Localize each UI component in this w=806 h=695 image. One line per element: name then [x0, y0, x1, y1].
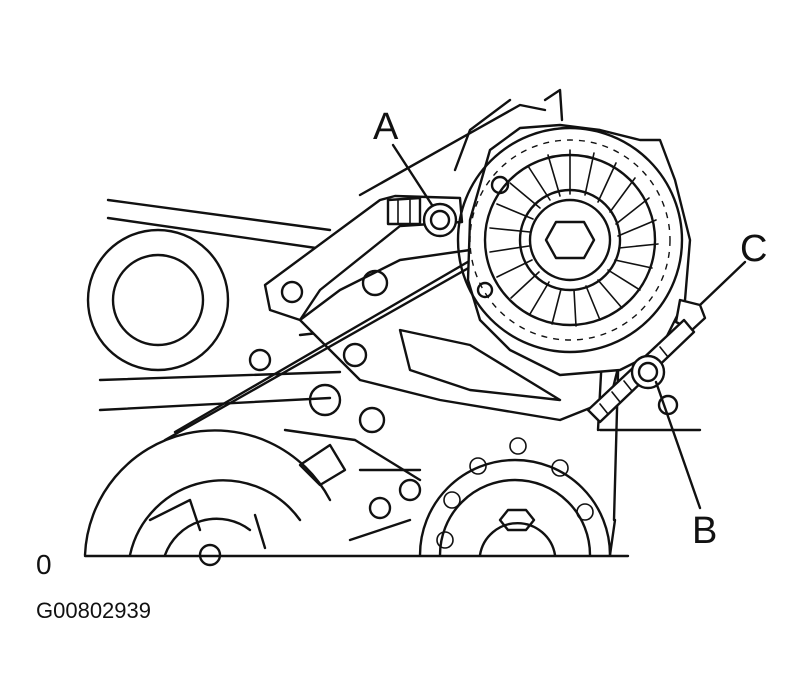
bolt-b: [630, 354, 702, 510]
callout-a-label: A: [373, 106, 399, 148]
callout-c-label: C: [740, 228, 768, 270]
zero-label: 0: [36, 549, 52, 580]
alternator: [456, 123, 692, 416]
crankshaft-pulley: [83, 429, 332, 567]
callout-b-label: B: [692, 510, 718, 552]
pump-pulley: [418, 437, 612, 557]
idler-pulley-left: [86, 228, 230, 372]
bolt-a: [386, 143, 458, 238]
figure-id: G00802939: [36, 598, 151, 623]
